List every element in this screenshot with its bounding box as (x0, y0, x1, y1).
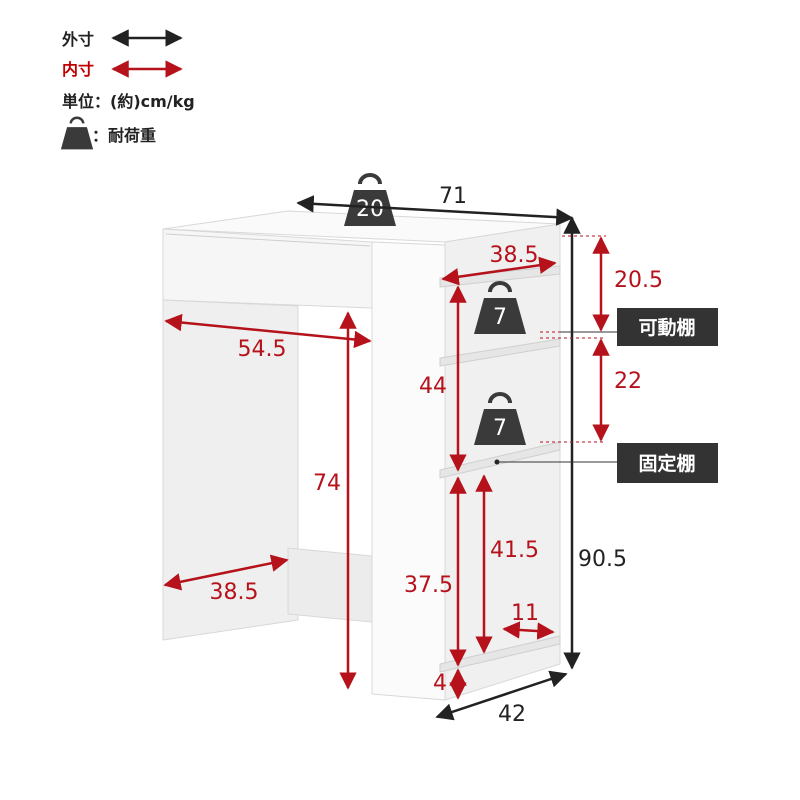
inner-dimensions: 74 54.5 38.5 38.5 20.5 22 44 41.5 37.5 4 (163, 235, 663, 700)
desk-inner-depth-arrow (163, 554, 289, 591)
legend-load-label: ：耐荷重 (92, 126, 156, 145)
drawer-front (162, 228, 373, 309)
depth-arrow (435, 670, 568, 721)
depth-label: 42 (498, 702, 526, 727)
width-arrow (296, 195, 574, 226)
shelf-width-arrow (441, 256, 557, 286)
movable-shelf-tag: 可動棚 (560, 308, 718, 346)
fixed-shelf-board (439, 441, 561, 479)
movable-shelf-board (439, 338, 561, 367)
legend: 外寸 内寸 単位：(約)cm/kg ：耐荷重 (59, 29, 195, 151)
desk-inner-width-label: 54.5 (238, 337, 287, 362)
movable-shelf-tag-label: 可動棚 (638, 316, 695, 339)
top-weight-icon: 20 (342, 173, 398, 228)
fixed-shelf-tag-label: 固定棚 (638, 452, 695, 475)
legend-outer-label: 外寸 (61, 30, 94, 49)
shelf-width-label: 38.5 (490, 243, 539, 268)
middle-shelf-weight-icon: 7 (472, 392, 528, 447)
upper-shelf-height-label: 20.5 (614, 268, 663, 293)
bottom-depth-arrow (502, 621, 555, 640)
middle-shelf-height-label: 22 (614, 369, 642, 394)
desk-inner-width-arrow (164, 313, 372, 349)
bottom-depth-label: 11 (511, 601, 539, 626)
bottom-inner-height-label: 41.5 (490, 538, 539, 563)
cabinet-front-panel (371, 241, 446, 701)
shelf-section-height-label: 44 (419, 374, 447, 399)
height-label: 90.5 (578, 547, 627, 572)
legend-inner-label: 内寸 (62, 60, 94, 79)
legend-unit-label: 単位：(約)cm/kg (62, 92, 195, 111)
weight-icon (59, 116, 95, 151)
bottom-section-height-label: 37.5 (404, 573, 453, 598)
upper-shelf-weight-value: 7 (493, 305, 507, 330)
back-rail (287, 547, 373, 623)
fixed-shelf-tag-bg (617, 443, 718, 483)
upper-shelf-weight-icon: 7 (472, 281, 528, 336)
desk-inner-depth-label: 38.5 (210, 580, 259, 605)
desk-height-label: 74 (313, 471, 341, 496)
plinth-height-label: 4 (433, 671, 447, 696)
fixed-shelf-tag: 固定棚 (497, 443, 718, 483)
drawer-edge (165, 233, 371, 247)
movable-shelf-tag-bg (617, 308, 718, 346)
top-weight-value: 20 (356, 197, 384, 222)
bottom-shelf-board (439, 635, 561, 673)
width-label: 71 (439, 184, 467, 209)
outer-dimensions: 71 90.5 42 (296, 184, 627, 727)
middle-shelf-weight-value: 7 (493, 416, 507, 441)
